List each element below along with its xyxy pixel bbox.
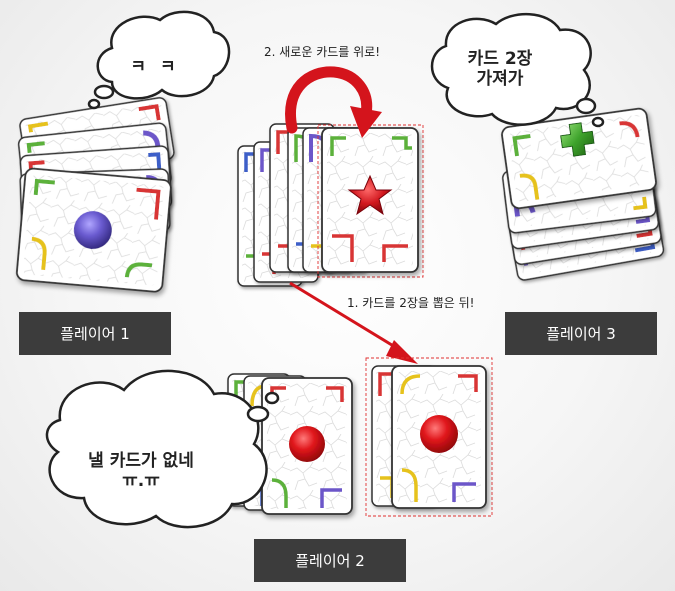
player3-speech-line2: 가져가 <box>476 68 524 89</box>
player3-label: 플레이어 3 <box>505 312 657 355</box>
purple-circle-icon <box>73 211 112 250</box>
player2-speech-line2: ㅠ.ㅠ <box>122 470 160 491</box>
red-circle-icon <box>289 426 325 462</box>
player1-hand <box>16 97 175 293</box>
center-deck <box>237 123 424 287</box>
drawn-cards-highlight <box>365 357 493 517</box>
step-new-card-on-top: 2. 새로운 카드를 위로! <box>264 45 381 59</box>
player1-top-card <box>16 167 172 293</box>
player2-top-card <box>261 377 353 515</box>
arrow-new-card-on-top <box>285 66 382 138</box>
player2-speech: 낼 카드가 없네 ㅠ.ㅠ <box>66 451 216 491</box>
drawn-cards <box>365 357 493 517</box>
red-circle-icon <box>420 415 458 453</box>
player1-speech-text: ㅋ ㅋ <box>130 57 180 77</box>
drawn-top-card <box>391 365 487 509</box>
green-plus-icon <box>560 122 595 157</box>
red-star-icon <box>347 174 393 216</box>
player3-speech-line1: 카드 2장 <box>467 49 533 69</box>
player2-speech-line1: 낼 카드가 없네 <box>88 451 194 471</box>
player1-speech: ㅋ ㅋ <box>125 57 185 78</box>
player1-thought-bubble <box>87 10 231 110</box>
player3-thought-bubble <box>430 12 605 128</box>
player1-label: 플레이어 1 <box>19 312 171 355</box>
player3-hand <box>501 107 665 281</box>
player3-top-card <box>501 107 657 210</box>
player3-speech: 카드 2장 가져가 <box>440 49 560 89</box>
player2-label: 플레이어 2 <box>254 539 406 582</box>
center-top-card <box>321 127 419 273</box>
player2-thought-bubble <box>45 369 280 529</box>
step-draw-two: 1. 카드를 2장을 뽑은 뒤! <box>347 296 475 310</box>
